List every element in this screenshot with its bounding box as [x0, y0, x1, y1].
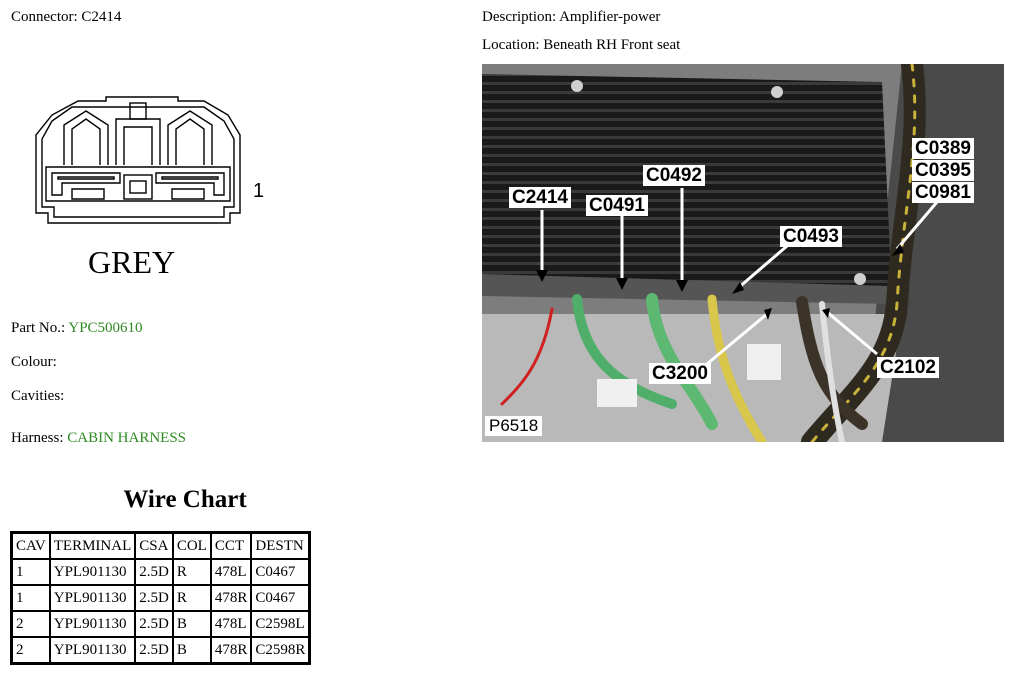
- header-cct: CCT: [209, 531, 253, 560]
- cavity-1: [155, 172, 225, 196]
- pin-1-label: 1: [253, 180, 264, 202]
- cell-destn: C0467: [250, 584, 311, 612]
- description-label: Description:: [482, 9, 557, 25]
- cell-cav: 1: [10, 558, 51, 586]
- callout-c0981: C0981: [912, 182, 974, 203]
- cell-col: R: [171, 558, 212, 586]
- cell-csa: 2.5D: [134, 584, 174, 612]
- cell-cav: 2: [10, 610, 51, 638]
- photo-illustration: [482, 64, 1004, 442]
- cell-cct: 478L: [209, 610, 253, 638]
- table-row: 2 YPL901130 2.5D B 478L C2598L: [10, 610, 311, 638]
- part-no-line: Part No.: YPC500610: [11, 320, 143, 337]
- cell-terminal: YPL901130: [48, 584, 137, 612]
- connector-colour-text: GREY: [88, 244, 175, 280]
- connector-face-diagram: 2 1 GREY: [35, 96, 264, 280]
- callout-c0491: C0491: [586, 195, 648, 216]
- harness-value[interactable]: CABIN HARNESS: [67, 430, 187, 446]
- location-label: Location:: [482, 37, 540, 53]
- colour-label: Colour:: [11, 354, 57, 370]
- cavities-line: Cavities:: [11, 388, 64, 405]
- table-row: 1 YPL901130 2.5D R 478R C0467: [10, 584, 311, 612]
- cell-col: B: [171, 610, 212, 638]
- cell-cct: 478R: [209, 584, 253, 612]
- callout-c2414: C2414: [509, 187, 571, 208]
- cell-csa: 2.5D: [134, 558, 174, 586]
- cell-cct: 478R: [209, 636, 253, 665]
- header-terminal: TERMINAL: [48, 531, 137, 560]
- latch-hood-left: [63, 110, 109, 165]
- latch-hood-right: [167, 110, 213, 165]
- connector-line: Connector: C2414: [11, 9, 121, 26]
- housing-outline: [35, 96, 241, 224]
- cell-destn: C0467: [250, 558, 311, 586]
- table-row: 2 YPL901130 2.5D B 478R C2598R: [10, 636, 311, 665]
- cell-cav: 1: [10, 584, 51, 612]
- table-header-row: CAV TERMINAL CSA COL CCT DESTN: [10, 531, 311, 560]
- cell-destn: C2598L: [250, 610, 311, 638]
- part-no-label: Part No.:: [11, 320, 66, 336]
- cell-cav: 2: [10, 636, 51, 665]
- cell-terminal: YPL901130: [48, 558, 137, 586]
- cell-col: R: [171, 584, 212, 612]
- center-key: [123, 174, 153, 200]
- header-destn: DESTN: [250, 531, 311, 560]
- description-value: Amplifier-power: [559, 9, 661, 25]
- colour-line: Colour:: [11, 354, 57, 371]
- callout-c0395: C0395: [912, 160, 974, 181]
- harness-line: Harness: CABIN HARNESS: [11, 430, 186, 447]
- callout-c2102: C2102: [877, 357, 939, 378]
- housing-inner-outline: [41, 106, 235, 218]
- description-line: Description: Amplifier-power: [482, 9, 660, 26]
- wire-chart-table: CAV TERMINAL CSA COL CCT DESTN 1 YPL9011…: [10, 531, 312, 665]
- header-col: COL: [171, 531, 212, 560]
- wire-chart-title: Wire Chart: [123, 486, 247, 513]
- callout-c0492: C0492: [643, 165, 705, 186]
- table-row: 1 YPL901130 2.5D R 478L C0467: [10, 558, 311, 586]
- part-no-value[interactable]: YPC500610: [68, 320, 143, 336]
- cavity-2: [51, 172, 121, 196]
- header-cav: CAV: [10, 531, 51, 560]
- cell-col: B: [171, 636, 212, 665]
- photo-id-label: P6518: [485, 416, 543, 436]
- cell-destn: C2598R: [250, 636, 311, 665]
- cell-cct: 478L: [209, 558, 253, 586]
- cell-csa: 2.5D: [134, 610, 174, 638]
- callout-c0389: C0389: [912, 138, 974, 159]
- callout-c0493: C0493: [780, 226, 842, 247]
- location-line: Location: Beneath RH Front seat: [482, 37, 680, 54]
- cavities-label: Cavities:: [11, 388, 65, 404]
- location-value: Beneath RH Front seat: [543, 37, 681, 53]
- latch-hood-center: [115, 118, 161, 165]
- callout-c3200: C3200: [649, 363, 711, 384]
- harness-label: Harness:: [11, 430, 64, 446]
- cell-terminal: YPL901130: [48, 636, 137, 665]
- connector-label: Connector:: [11, 9, 78, 25]
- location-photo: C2414 C0491 C0492 C0493 C0389 C0395 C098…: [482, 64, 1004, 442]
- header-csa: CSA: [134, 531, 174, 560]
- connector-value: C2414: [81, 9, 122, 25]
- cell-csa: 2.5D: [134, 636, 174, 665]
- cell-terminal: YPL901130: [48, 610, 137, 638]
